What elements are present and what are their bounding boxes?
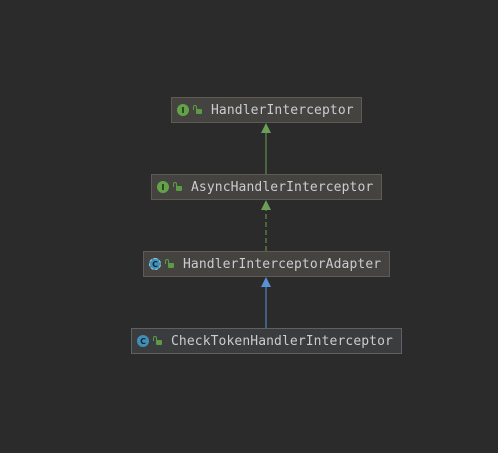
- interface-icon: I: [177, 104, 189, 116]
- node-handler-interceptor[interactable]: I HandlerInterceptor: [171, 97, 362, 123]
- unlock-icon: [193, 104, 203, 116]
- edge-implements: [261, 200, 271, 251]
- node-label: HandlerInterceptor: [211, 102, 354, 118]
- node-handler-interceptor-adapter[interactable]: C HandlerInterceptorAdapter: [143, 251, 390, 277]
- unlock-icon: [165, 258, 175, 270]
- edge-extends: [261, 123, 271, 174]
- edge-extends: [261, 277, 271, 328]
- unlock-icon: [153, 335, 163, 347]
- node-check-token-handler-interceptor[interactable]: C CheckTokenHandlerInterceptor: [131, 328, 402, 354]
- node-label: HandlerInterceptorAdapter: [183, 256, 382, 272]
- class-icon: C: [137, 335, 149, 347]
- unlock-icon: [173, 181, 183, 193]
- node-async-handler-interceptor[interactable]: I AsyncHandlerInterceptor: [151, 174, 382, 200]
- arrowhead: [261, 200, 271, 210]
- node-label: CheckTokenHandlerInterceptor: [171, 333, 393, 349]
- node-label: AsyncHandlerInterceptor: [191, 179, 374, 195]
- arrowhead: [261, 123, 271, 133]
- abstract-class-icon: C: [149, 258, 161, 270]
- arrowhead: [261, 277, 271, 287]
- interface-icon: I: [157, 181, 169, 193]
